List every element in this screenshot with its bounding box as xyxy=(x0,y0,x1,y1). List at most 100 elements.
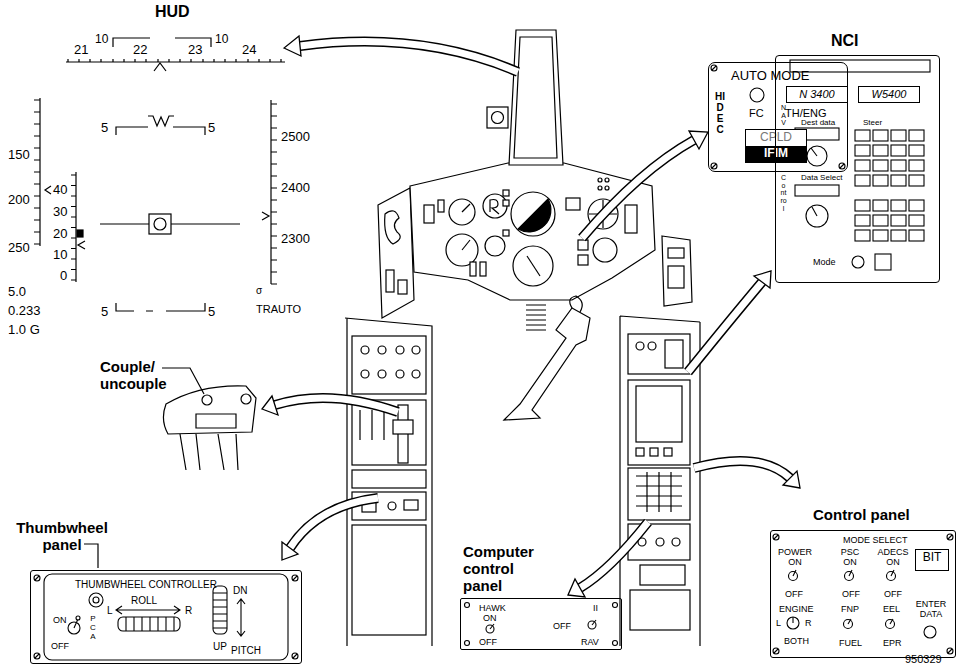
cockpit-illustration xyxy=(566,198,580,210)
hud-readout: 22 xyxy=(133,43,147,56)
hud-readout: 5 xyxy=(208,121,215,134)
thumbwheel-panel-art xyxy=(76,616,80,620)
panel-label: AUTO MODE xyxy=(731,69,810,84)
thumbwheel-panel-art xyxy=(126,617,174,631)
computer-control-panel-art xyxy=(588,621,596,629)
panel-label: FUEL xyxy=(839,638,862,648)
pointer-arrow xyxy=(694,461,790,478)
hud-readout: 24 xyxy=(242,43,256,56)
cockpit-illustration xyxy=(404,500,418,510)
hud-symbology xyxy=(34,38,285,311)
panel-label: Computer control panel xyxy=(463,543,543,594)
hud-symbology xyxy=(271,104,277,284)
nci-panel-art xyxy=(909,215,924,226)
cockpit-illustration xyxy=(378,188,414,318)
cockpit-illustration xyxy=(492,112,504,124)
computer-control-panel-art xyxy=(490,624,494,629)
nci-panel-art xyxy=(891,130,906,141)
nci-panel-art xyxy=(891,175,906,186)
nci-panel-art xyxy=(855,175,870,186)
panel-label: ON xyxy=(53,615,67,625)
hud-symbology xyxy=(78,241,85,249)
cockpit-illustration xyxy=(668,248,684,258)
thumbwheel-panel-art xyxy=(34,574,298,660)
throttle-grip xyxy=(196,414,236,428)
cockpit-illustration xyxy=(485,236,505,256)
hud-readout: 5.0 xyxy=(8,285,26,298)
nci-panel-art xyxy=(873,200,888,211)
throttle-grip xyxy=(163,386,256,470)
hud-symbology xyxy=(66,61,285,62)
panel-label: Steer xyxy=(863,118,882,127)
hud-symbology xyxy=(45,186,51,194)
hud-readout: 2500 xyxy=(281,130,310,143)
control-panel: Control panelMODE SELECTPOWER ONOFFPSC O… xyxy=(770,530,956,658)
bit-button: BIT xyxy=(915,549,949,571)
nci-panel-art xyxy=(807,146,827,166)
pointer-arrow xyxy=(300,42,518,72)
cockpit-illustration xyxy=(424,205,434,223)
thumbwheel-panel-art xyxy=(213,593,227,628)
hud-readout: 23 xyxy=(188,43,202,56)
auto-mode-panel-art xyxy=(711,65,845,169)
pointer-arrow xyxy=(580,522,648,588)
hud-symbology xyxy=(71,175,76,280)
nci-panel-art xyxy=(909,175,924,186)
control-panel-art xyxy=(774,535,952,653)
auto-mode-panel-art xyxy=(750,88,764,102)
control-panel-art xyxy=(886,620,895,629)
cockpit-illustration xyxy=(398,280,407,294)
cockpit-illustration xyxy=(630,590,690,630)
hud-readout: 200 xyxy=(8,193,30,206)
control-panel-art xyxy=(891,570,894,576)
panel-label: THUMBWHEEL CONTROLLER xyxy=(75,579,217,591)
cockpit-illustration xyxy=(509,30,563,165)
cockpit-illustration xyxy=(636,448,644,456)
control-panel-art xyxy=(849,570,852,576)
leader-line xyxy=(84,544,98,568)
panel-label: IFIM xyxy=(746,146,806,162)
cockpit-illustration xyxy=(388,502,396,510)
cockpit-illustration xyxy=(593,238,617,262)
panel-label: HIDEC xyxy=(715,91,725,135)
panel-label: BOTH xyxy=(784,636,809,646)
panel-label: NAV xyxy=(780,104,787,127)
nci-panel-art xyxy=(873,215,888,226)
panel-label: TH/ENG xyxy=(785,107,827,120)
pointer-arrow xyxy=(290,498,378,548)
panel-label: EPR xyxy=(883,638,902,648)
cockpit-illustration xyxy=(662,236,692,306)
panel-label: MODE SELECT xyxy=(843,535,908,545)
computer-control-panel-art xyxy=(613,641,618,646)
pointer-arrow xyxy=(582,140,694,238)
control-panel-art xyxy=(787,617,799,629)
cockpit-illustration xyxy=(396,346,404,354)
pointer-arrow xyxy=(290,498,378,548)
cockpit-illustration xyxy=(628,380,690,465)
panel-label: BIT xyxy=(916,550,948,566)
hud-symbology xyxy=(154,218,166,230)
arrow-head xyxy=(282,542,298,560)
panel-label: OFF xyxy=(51,641,69,651)
panel-label: L xyxy=(107,605,113,617)
control-panel-art xyxy=(792,617,793,623)
cockpit-illustration xyxy=(598,178,602,182)
panel-label: ADECS ON xyxy=(875,547,911,568)
hud-symbology xyxy=(154,63,166,71)
panel-label: OFF xyxy=(785,589,803,599)
arrow-head xyxy=(754,271,771,288)
hud-readout: 10 xyxy=(53,248,67,261)
cockpit-illustration xyxy=(514,37,557,158)
hud-readout: TRAUTO xyxy=(256,304,301,315)
cockpit-illustration xyxy=(361,346,369,354)
hud-readout: 250 xyxy=(8,241,30,254)
cockpit-illustration xyxy=(672,538,680,546)
cockpit-illustration xyxy=(598,186,602,190)
cockpit-illustration xyxy=(412,346,420,354)
cockpit-illustration xyxy=(352,470,426,488)
computer-control-panel-art xyxy=(486,625,494,633)
panel-label: OFF xyxy=(884,589,902,599)
nci-panel-art xyxy=(873,130,888,141)
nci-panel-art xyxy=(812,207,817,216)
computer-control-panel-art xyxy=(613,603,618,608)
